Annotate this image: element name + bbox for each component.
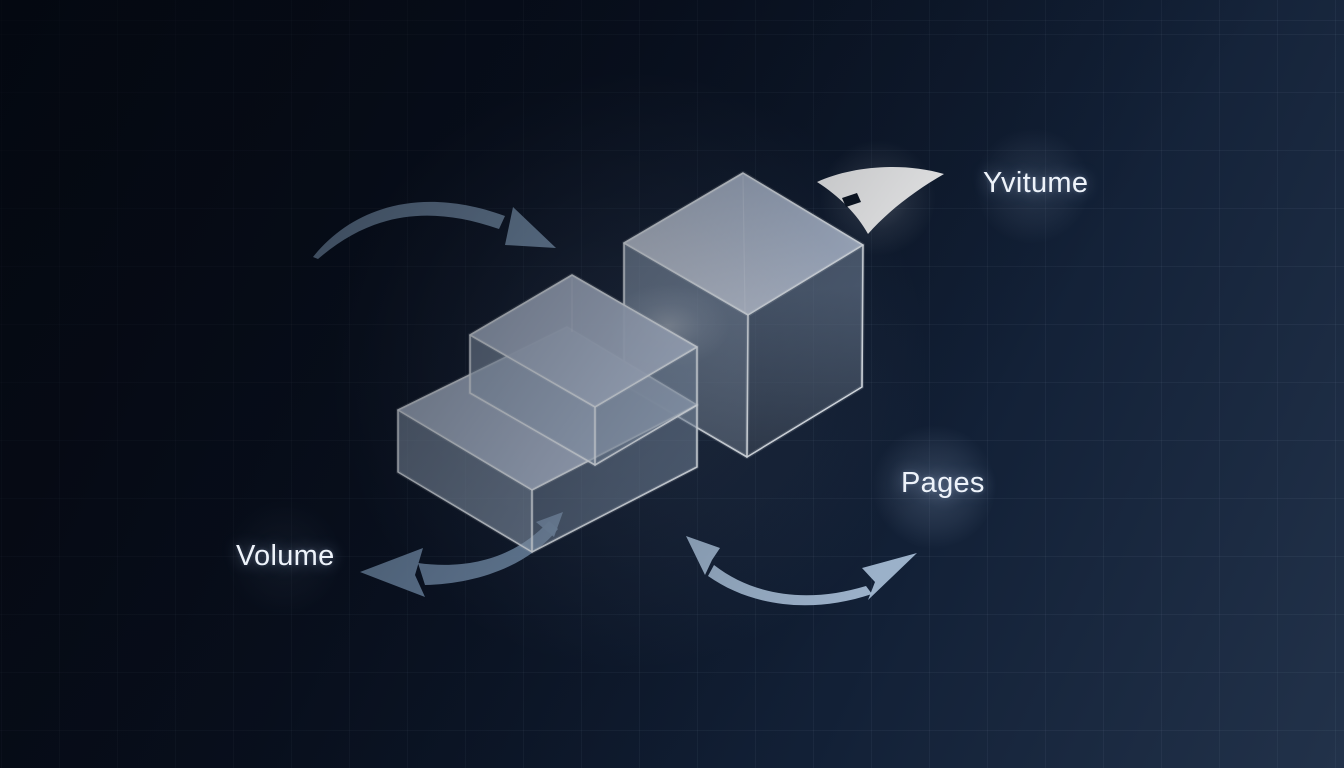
label-volume: Volume — [236, 540, 335, 572]
label-pages: Pages — [901, 467, 985, 499]
label-yvitume: Yvitume — [983, 167, 1089, 199]
